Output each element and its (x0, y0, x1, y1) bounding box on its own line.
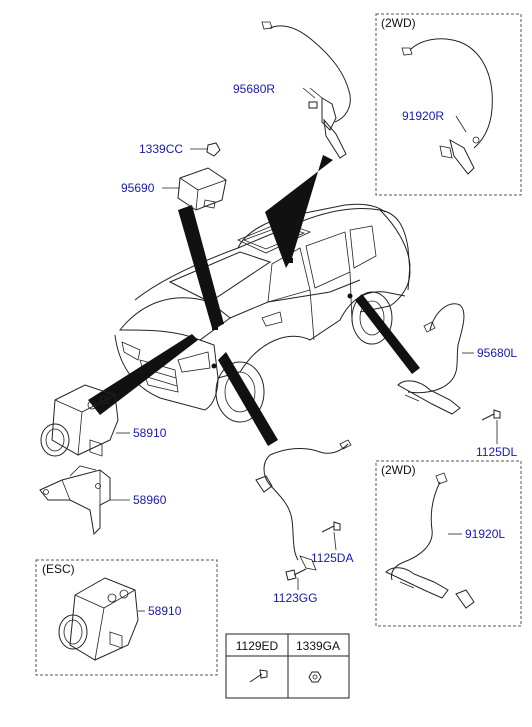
rear-sensor-r (261, 21, 351, 159)
box-esc (35, 559, 218, 676)
callout-1123gg: 1123GG (273, 591, 317, 605)
callout-95680r: 95680R (233, 82, 275, 96)
wedge-rear-left-sensor (355, 294, 420, 374)
wedge-yaw-sensor (178, 205, 224, 328)
bolt-1129ed-icon (249, 669, 268, 683)
bolt-table (225, 633, 350, 699)
pointer-wedges (88, 155, 420, 446)
callout-95680l: 95680L (477, 346, 517, 360)
callout-1339cc: 1339CC (139, 142, 183, 156)
wedge-front-sensor (218, 352, 278, 446)
abs-esc-unit (58, 577, 139, 661)
front-sensor-center (255, 439, 352, 581)
label-box-front-2wd: (2WD) (381, 463, 416, 477)
marker-engine-bay (212, 325, 218, 330)
vehicle-outline (114, 203, 411, 423)
callout-91920l: 91920L (465, 527, 505, 541)
leader-lines (110, 87, 498, 612)
nut-1339ga-icon (308, 671, 322, 683)
front-sensor-l-2wd (385, 472, 475, 609)
abs-bracket (39, 465, 111, 536)
nut-1339cc-icon (206, 142, 221, 157)
bolt-1125da-icon (321, 521, 341, 533)
box-rear-2wd (375, 13, 522, 196)
callout-95690: 95690 (121, 181, 155, 195)
wedge-abs-unit (88, 334, 198, 415)
callout-58910: 58910 (133, 426, 167, 440)
callout-58960: 58960 (133, 493, 167, 507)
callout-1125dl: 1125DL (476, 445, 517, 459)
callout-1125da: 1125DA (311, 551, 353, 565)
table-header-1129ed: 1129ED (236, 639, 279, 653)
box-front-2wd (375, 460, 522, 627)
callout-58910-esc: 58910 (148, 604, 182, 618)
label-box-rear-2wd: (2WD) (381, 16, 416, 30)
table-header-1339ga: 1339GA (296, 639, 340, 653)
bolt-1125dl-icon (481, 409, 501, 421)
abs-hydraulic-unit (40, 384, 119, 457)
bolt-1123gg-icon (285, 568, 307, 581)
rear-sensor-l (397, 303, 501, 421)
rear-sensor-r-2wd (401, 38, 493, 175)
yaw-sensor-assembly (177, 142, 227, 211)
label-box-esc: (ESC) (42, 562, 75, 576)
callout-91920r: 91920R (402, 109, 444, 123)
